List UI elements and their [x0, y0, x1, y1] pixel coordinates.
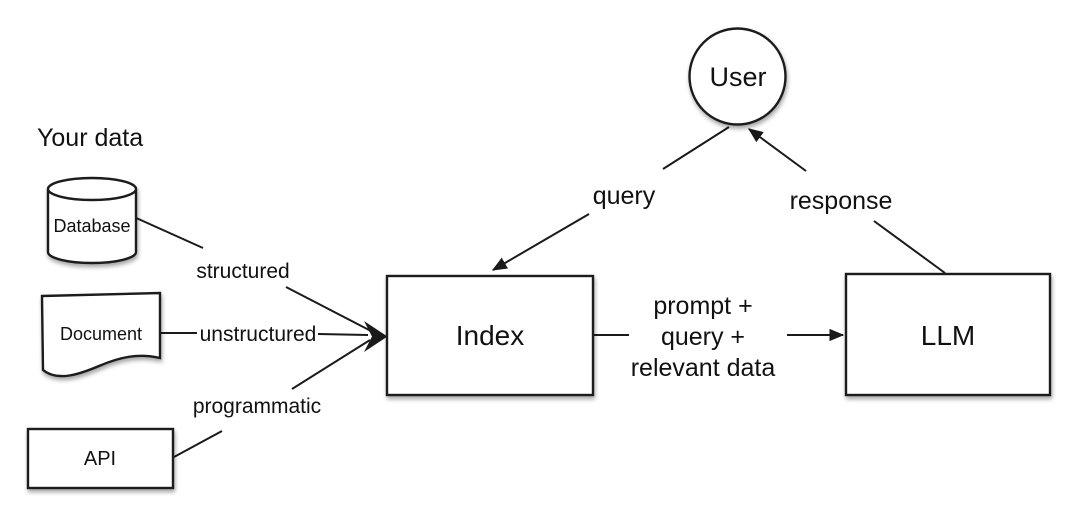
database-label: Database [53, 216, 130, 236]
api-programmatic-line [173, 430, 223, 458]
programmatic-index-line [291, 339, 371, 390]
converge-arrowhead-icon [364, 321, 388, 352]
api-label: API [84, 448, 116, 470]
database-cylinder-top-icon [46, 176, 138, 202]
query-label: query [593, 182, 656, 210]
database-cylinder-icon [46, 189, 138, 265]
user-label: User [709, 62, 766, 92]
user-query-line [662, 126, 730, 170]
llm-node [844, 272, 1052, 397]
prompt-label-line-2: query + [661, 323, 745, 351]
unstructured-index-line [317, 333, 369, 336]
llm-label: LLM [921, 320, 975, 351]
user-circle [688, 27, 787, 126]
llm-response-line [873, 220, 946, 274]
unstructured-label: unstructured [200, 323, 317, 346]
index-box [385, 274, 595, 397]
response-label: response [790, 187, 893, 215]
structured-index-line [285, 286, 372, 332]
api-node [26, 427, 175, 490]
prompt-label-line-3: relevant data [631, 354, 776, 382]
document-label: Document [60, 324, 142, 344]
prompt-label-line-1: prompt + [653, 292, 752, 320]
index-label: Index [456, 320, 525, 351]
document-node [40, 291, 162, 378]
llm-box [844, 272, 1052, 397]
document-shape-icon [40, 291, 162, 378]
database-structured-line [133, 216, 204, 249]
index-node [385, 274, 595, 397]
database-node [46, 176, 138, 265]
query-index-arrow [491, 213, 590, 271]
your-data-heading: Your data [37, 124, 143, 152]
api-box [26, 427, 175, 490]
programmatic-label: programmatic [193, 395, 321, 418]
response-user-arrow [747, 128, 807, 172]
user-node [688, 27, 787, 126]
structured-label: structured [196, 260, 289, 283]
